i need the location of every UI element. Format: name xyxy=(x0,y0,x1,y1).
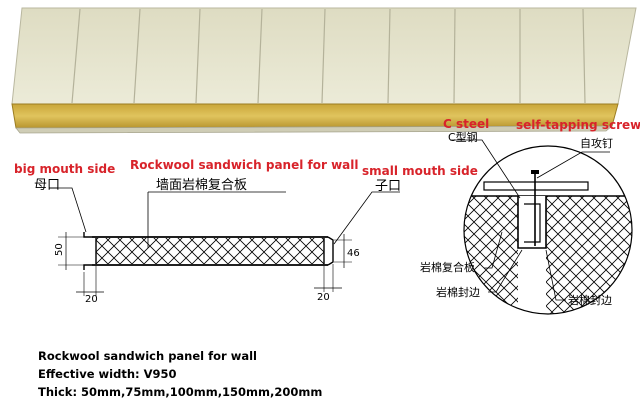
caption-block: Rockwool sandwich panel for wall Effecti… xyxy=(38,347,322,401)
label-rockwool-panel-zh: 岩棉复合板 xyxy=(420,260,475,274)
leader-edge-seal-left xyxy=(488,249,523,293)
label-panel-en: Rockwool sandwich panel for wall xyxy=(130,158,358,172)
c-steel xyxy=(517,196,547,249)
label-big-mouth-zh: 母口 xyxy=(34,178,60,193)
panel-ribs xyxy=(71,8,586,104)
label-big-mouth-en: big mouth side xyxy=(14,162,115,176)
detail-top-plate xyxy=(483,181,589,191)
dim-height-left: 50 xyxy=(54,243,65,256)
leader-screw xyxy=(536,151,610,179)
leader-big-mouth xyxy=(52,187,87,233)
dim-height-right: 46 xyxy=(347,248,360,259)
leader-small-mouth xyxy=(333,191,400,245)
detail-circle xyxy=(463,145,633,315)
label-c-steel-zh: C型钢 xyxy=(448,130,478,144)
label-panel-zh: 墙面岩棉复合板 xyxy=(156,178,247,193)
panel-section-drawing: 50 20 46 20 big mouth side 母口 Rockwool s… xyxy=(14,158,478,305)
section-core-hatch xyxy=(96,238,324,264)
label-small-mouth-en: small mouth side xyxy=(362,164,478,178)
label-screw-zh: 自攻钉 xyxy=(580,136,613,150)
caption-line-3: Thick: 50mm,75mm,100mm,150mm,200mm xyxy=(38,385,323,399)
small-mouth-edge xyxy=(323,236,334,266)
dim-width-right: 20 xyxy=(317,292,330,303)
leader-edge-seal-right xyxy=(545,249,566,301)
caption-line-1: Rockwool sandwich panel for wall xyxy=(38,349,257,363)
leader-c-steel xyxy=(450,139,521,199)
panel-photo xyxy=(11,7,637,134)
panel-bottom-skin xyxy=(15,125,614,134)
label-small-mouth-zh: 子口 xyxy=(375,179,401,194)
label-c-steel-en: C steel xyxy=(443,117,489,131)
joint-detail: C steel C型钢 self-tapping screw 自攻钉 岩棉复合板… xyxy=(420,117,640,315)
caption-line-2: Effective width: V950 xyxy=(38,367,177,381)
label-edge-seal-left-zh: 岩棉封边 xyxy=(436,285,480,299)
leader-rockwool-panel xyxy=(484,231,503,269)
label-screw-en: self-tapping screw xyxy=(516,118,640,132)
label-edge-seal-right-zh: 岩棉封边 xyxy=(568,293,612,307)
dim-width-left: 20 xyxy=(85,294,98,305)
